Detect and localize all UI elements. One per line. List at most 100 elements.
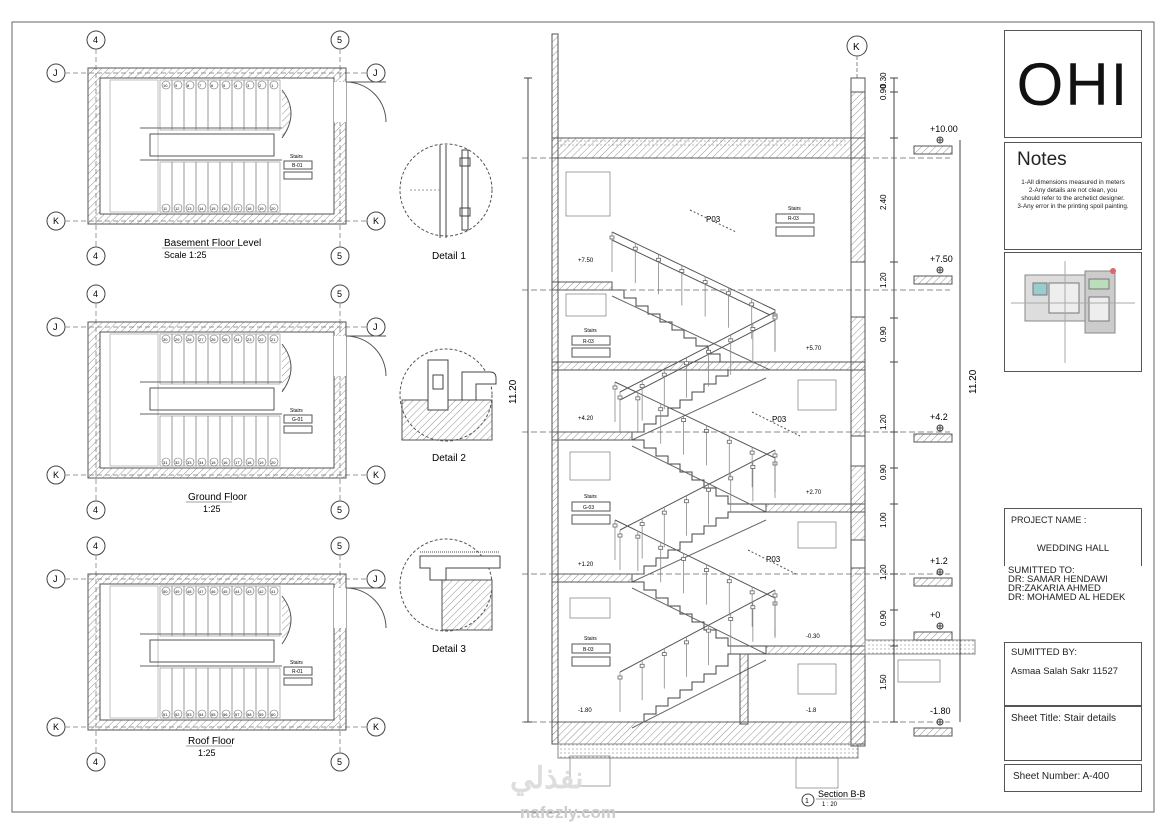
step-number: 53 xyxy=(187,712,192,717)
grid-bubble-5-top: 5 xyxy=(337,541,342,551)
plan-scale: Scale 1:25 xyxy=(164,250,207,260)
step-number: 57 xyxy=(235,712,240,717)
dimension-value: 0.90 xyxy=(879,610,888,626)
dimension-value: 0.90 xyxy=(879,84,888,100)
submitted-by-panel: SUMITTED BY: Asmaa Salah Sakr 11527 xyxy=(1004,642,1142,706)
submitted-to-3: DR: MOHAMED AL HEDEK xyxy=(1008,592,1126,603)
step-number: 9 xyxy=(175,83,178,88)
section-tag-g03: Stairs G-03 xyxy=(571,494,611,525)
plan-stairs-code: G-01 xyxy=(292,417,303,423)
grid-bubble-k-left: K xyxy=(53,470,59,480)
step-number: 15 xyxy=(211,206,216,211)
step-number: 58 xyxy=(247,712,252,717)
logo: OHI xyxy=(1004,30,1142,138)
sheet-number-panel: Sheet Number: A-400 xyxy=(1004,764,1142,792)
step-number: 60 xyxy=(271,712,276,717)
plan-title: Roof Floor xyxy=(188,736,235,747)
grid-bubble-k-left: K xyxy=(53,216,59,226)
project-label: PROJECT NAME : xyxy=(1011,515,1087,525)
section-mid-level-1: +5.70 xyxy=(806,346,822,352)
step-number: 5 xyxy=(223,83,226,88)
step-number: 34 xyxy=(199,460,204,465)
plan-title: Ground Floor xyxy=(188,492,248,503)
detail-3-label: Detail 3 xyxy=(432,644,466,655)
grid-bubble-k-right: K xyxy=(373,470,379,480)
detail-1: Detail 1 xyxy=(399,143,493,262)
step-number: 11 xyxy=(163,206,168,211)
step-number: 31 xyxy=(163,460,168,465)
grid-bubble-k-right: K xyxy=(373,216,379,226)
project-name: WEDDING HALL xyxy=(1036,543,1110,554)
step-number: 44 xyxy=(235,589,240,594)
step-number: 30 xyxy=(163,337,168,342)
title-block: OHI Notes 1-All dimensions measured in m… xyxy=(1004,30,1142,792)
grid-bubble-j-right: J xyxy=(373,322,378,332)
submitted-to-1: DR: SAMAR HENDAWI xyxy=(1008,574,1108,585)
grid-label-k: K xyxy=(853,42,860,53)
step-number: 20 xyxy=(271,206,276,211)
plan-stairs-label: Stairs xyxy=(290,660,303,666)
step-number: 55 xyxy=(211,712,216,717)
section-right-height: 11.20 xyxy=(968,369,979,394)
svg-text:Stairs: Stairs xyxy=(584,636,597,642)
step-number: 19 xyxy=(259,206,264,211)
plan-scale: 1:25 xyxy=(203,504,221,514)
plan-stairs-label: Stairs xyxy=(290,408,303,414)
sheet-title-panel: Sheet Title: Stair details xyxy=(1004,706,1142,761)
section-total-height: 11.20 xyxy=(508,379,519,404)
step-number: 54 xyxy=(199,712,204,717)
watermark-logo: نفذلي xyxy=(510,762,583,796)
section-left-level-3: +1.20 xyxy=(578,562,594,568)
step-number: 1 xyxy=(271,83,274,88)
svg-text:Stairs: Stairs xyxy=(788,206,801,212)
step-number: 15 xyxy=(211,460,216,465)
dimension-value: 1.20 xyxy=(879,564,888,580)
section-label-p03-1: P03 xyxy=(706,215,721,224)
grid-bubble-5-top: 5 xyxy=(337,35,342,45)
grid-bubble-4-bottom: 4 xyxy=(93,757,98,767)
note-3: should refer to the archetict designer. xyxy=(1021,195,1125,202)
svg-text:R-03: R-03 xyxy=(583,339,594,345)
step-number: 43 xyxy=(247,589,252,594)
step-number: 24 xyxy=(235,337,240,342)
key-plan-image xyxy=(1011,261,1135,363)
step-number: 7 xyxy=(199,83,202,88)
step-number: 13 xyxy=(187,206,192,211)
key-plan xyxy=(1004,252,1142,372)
submitted-to-label: SUMITTED TO: xyxy=(1008,565,1075,576)
svg-text:Stairs: Stairs xyxy=(584,494,597,500)
grid-bubble-4-bottom: 4 xyxy=(93,251,98,261)
grid-bubble-j-right: J xyxy=(373,68,378,78)
level-marker: +4.2 xyxy=(930,412,948,422)
step-number: 17 xyxy=(235,460,240,465)
step-number: 14 xyxy=(199,206,204,211)
level-marker: +0 xyxy=(930,610,940,620)
step-number: 46 xyxy=(211,589,216,594)
dimension-value: 0.90 xyxy=(879,326,888,342)
grid-bubble-4-top: 4 xyxy=(93,541,98,551)
step-number: 12 xyxy=(175,206,180,211)
detail-2-label: Detail 2 xyxy=(432,453,466,464)
section-scale: 1 : 20 xyxy=(822,802,838,808)
grid-bubble-j-right: J xyxy=(373,574,378,584)
grid-bubble-5-top: 5 xyxy=(337,289,342,299)
sheet-number: Sheet Number: A-400 xyxy=(1013,771,1110,782)
watermark-text: nafezly.com xyxy=(520,803,616,822)
dimension-value: 1.00 xyxy=(879,512,888,528)
dimension-value: 0.30 xyxy=(879,72,888,88)
step-number: 19 xyxy=(259,460,264,465)
detail-1-label: Detail 1 xyxy=(432,251,466,262)
notes-panel: Notes 1-All dimensions measured in meter… xyxy=(1004,142,1142,250)
step-number: 23 xyxy=(247,337,252,342)
dimension-value: 1.20 xyxy=(879,272,888,288)
dimension-value: 1.20 xyxy=(879,414,888,430)
step-number: 2 xyxy=(259,83,262,88)
note-1: 1-All dimensions measured in meters xyxy=(1021,179,1125,186)
section-tag-b03: Stairs B-03 xyxy=(571,636,611,667)
note-2: 2-Any details are not clean, you xyxy=(1028,187,1118,194)
